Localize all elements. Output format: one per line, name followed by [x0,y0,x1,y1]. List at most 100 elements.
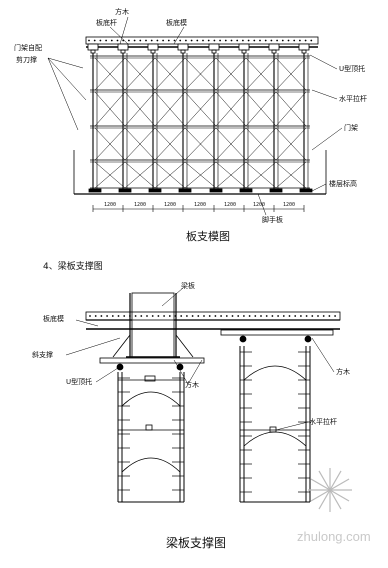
slab-aggregate [173,39,176,42]
slab-aggregate [150,39,153,42]
cross-brace [245,127,277,161]
slab-aggregate [156,39,159,42]
slab-aggregate [184,39,187,42]
slab-concrete [85,36,319,45]
dimension-label: 1200 [224,202,237,208]
watermark-ray [329,489,350,502]
wood-block [238,43,250,51]
slab-aggregate [293,39,296,42]
slab-aggregate [241,39,244,42]
slab-aggregate [99,39,102,42]
cross-brace [275,161,307,189]
leader-line [119,16,129,45]
slab-aggregate [237,315,240,317]
slab-aggregate [140,315,143,317]
slab-aggregate [202,39,204,42]
u-jack [239,335,247,343]
label-door-frame: 门架 [344,124,358,132]
slab-aggregate [231,315,234,317]
u-jack [150,49,156,54]
base-plate [269,188,283,193]
u-jack [180,49,186,54]
cross-brace [245,57,277,91]
slab-aggregate [111,315,114,317]
slab-aggregate [163,315,166,317]
label-bracing-1: 门架自配 [14,44,42,52]
cross-brace [245,161,277,189]
cross-brace [124,127,156,161]
support-wood-beam-right [220,329,334,336]
slab-aggregate [317,315,319,317]
frame-arch [121,391,181,407]
cross-brace [184,161,217,189]
slab-aggregate [304,39,307,42]
connector [269,426,277,433]
slab-aggregate [310,39,313,42]
slab-aggregate [123,315,126,317]
watermark-ray [318,489,331,510]
wood-block [208,43,220,51]
slab-aggregate [134,315,137,317]
slab-aggregate [168,315,171,317]
slab-aggregate [180,315,183,317]
figure1-caption: 板支模图 [186,230,230,243]
watermark-ray [329,489,342,510]
watermark-ray [329,478,350,491]
slab-aggregate [179,39,182,42]
label-slab-formwork-2: 板底模 [43,315,64,323]
slab-aggregate [93,39,96,42]
leader-line [187,359,203,385]
frame-arch [243,431,307,447]
cross-brace [245,91,277,127]
slab-aggregate [94,315,97,317]
label-slab-bottom-rod: 板底杆 [96,19,117,27]
u-jack [120,49,126,54]
slab-aggregate [270,39,273,42]
u-jack [241,49,247,54]
base-plate [88,188,102,193]
dimension-label: 1200 [283,202,296,208]
label-beam-slab: 梁板 [181,282,195,290]
slab-aggregate [287,39,290,42]
slab-aggregate [277,315,280,317]
label-u-jack: U型顶托 [339,65,366,73]
u-jack [301,49,307,54]
slab-aggregate [248,315,251,317]
u-jack [271,49,277,54]
slab-aggregate [213,39,216,42]
cross-brace [184,127,217,161]
slab-aggregate [219,39,222,42]
leader-line [75,319,99,327]
slab-aggregate [207,39,210,42]
slab-aggregate [203,315,205,317]
cross-brace [154,127,186,161]
watermark-text: zhulong.com [297,529,371,544]
slab-aggregate [89,315,91,317]
slab-aggregate [110,39,113,42]
leader-line [309,183,327,193]
base-plate [118,188,132,193]
leader-line [161,287,184,307]
slab-aggregate [271,315,274,317]
cross-brace [154,161,186,189]
connector [144,375,156,382]
leader-line [311,337,335,373]
slab-aggregate [208,315,211,317]
leader-line [47,57,84,69]
label-bracing-2: 剪刀撑 [16,56,37,64]
cross-brace [154,57,186,91]
slab-aggregate [145,39,147,42]
slab-aggregate [299,315,302,317]
slab-aggregate [127,39,130,42]
figure2-caption: 梁板支撑图 [166,536,227,550]
leader-line [311,89,338,100]
cross-brace [184,57,217,91]
slab-aggregate [185,315,188,317]
slab-aggregate [253,39,256,42]
oblique-brace [112,334,131,358]
slab-aggregate [260,315,262,317]
label-horizontal-rod: 水平拉杆 [339,95,367,103]
label-base-plate: 脚手板 [262,216,283,224]
base-plate [239,188,253,193]
